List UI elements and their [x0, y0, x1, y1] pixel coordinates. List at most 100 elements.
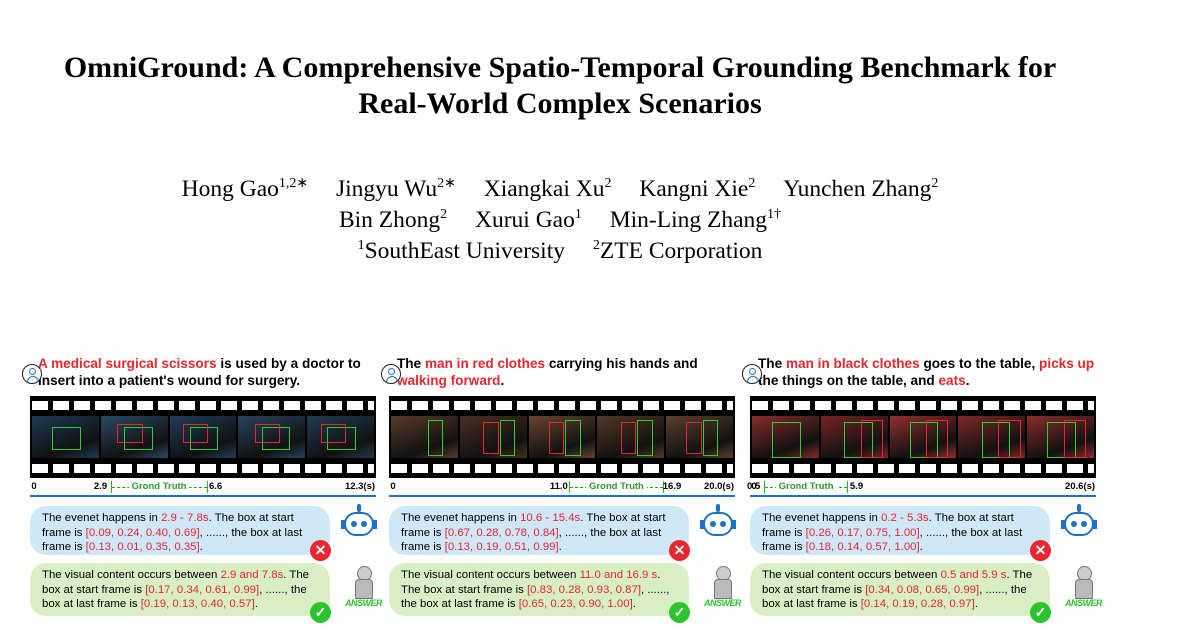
figure-body — [1075, 579, 1093, 599]
bubble-text: . The box at start frame is — [42, 569, 310, 596]
robot-ear — [1093, 520, 1097, 529]
predicted-box — [320, 424, 346, 444]
figure-body — [714, 579, 732, 599]
ground-truth-box — [1047, 422, 1076, 458]
query-highlight: man in red clothes — [424, 356, 546, 371]
ground-truth-label: Grond Truth — [128, 481, 190, 492]
user-icon — [742, 364, 762, 384]
timeline-tick: 0 — [390, 481, 396, 492]
end-box: [0.13, 0.01, 0.35, 0.35] — [85, 541, 200, 553]
author: Kangni Xie2 — [639, 176, 756, 202]
timeline-tick: 5.9 — [849, 481, 864, 492]
bubble-text: The visual content occurs between — [762, 569, 941, 581]
ground-truth-box — [499, 420, 516, 456]
predicted-box — [255, 424, 281, 444]
video-frame — [752, 416, 819, 458]
ground-truth-box — [124, 426, 153, 450]
query-highlight: picks up — [1039, 356, 1095, 371]
predicted-box — [998, 420, 1021, 458]
ground-truth-box — [909, 422, 939, 458]
video-frame — [391, 416, 458, 458]
timeline-tick: 20.0(s) — [703, 481, 735, 492]
bubble-text: The evenet happens in — [762, 512, 882, 524]
answer-figure-icon: ANSWER — [345, 566, 385, 612]
bubble-text: , ......, the box at last frame is — [42, 526, 303, 554]
query-text: The — [397, 356, 425, 371]
answer-bubble: The visual content occurs between 11.0 a… — [389, 563, 689, 616]
title-line-2: Real-World Complex Scenarios — [358, 87, 762, 120]
query-caption: A medical surgical scissors is used by a… — [22, 355, 388, 389]
robot-antenna — [716, 504, 720, 512]
robot-head — [1064, 512, 1094, 536]
video-frame — [307, 416, 374, 458]
ground-truth-box — [261, 426, 291, 450]
video-frame — [666, 416, 733, 458]
timeline-tick: 12.3(s) — [344, 481, 376, 492]
author: Min-Ling Zhang1† — [609, 207, 782, 233]
query-text: the things on the table, and — [758, 373, 939, 388]
bubble-text: , ......, the box at last frame is — [401, 583, 670, 611]
ground-truth-box — [637, 420, 653, 456]
film-strip — [750, 396, 1096, 478]
predicted-box — [686, 422, 702, 454]
predicted-box — [117, 424, 143, 444]
query-highlight: walking forward — [397, 373, 501, 388]
timeline-tick: 0 — [751, 481, 757, 492]
video-frame — [238, 416, 306, 458]
video-frames — [32, 416, 374, 458]
end-box: [0.18, 0.14, 0.57, 1.00] — [805, 541, 920, 553]
video-frames — [752, 416, 1094, 458]
video-frame — [459, 416, 527, 458]
robot-antenna — [1077, 504, 1081, 512]
answer-label: ANSWER — [1065, 598, 1103, 608]
ground-truth-span: Grond Truth — [568, 481, 665, 493]
answer-figure-icon: ANSWER — [704, 566, 744, 612]
bubble-text: The evenet happens in — [401, 512, 521, 524]
film-perforations — [391, 464, 733, 473]
predicted-box — [182, 424, 209, 444]
ground-truth-box — [427, 420, 444, 456]
robot-antenna — [357, 504, 361, 512]
bubble-text: . The box at start frame is — [762, 512, 1014, 539]
film-strip — [389, 396, 735, 478]
ground-truth-box — [565, 420, 581, 456]
answer-bubble: The visual content occurs between 2.9 an… — [30, 563, 330, 616]
query-highlight: A medical surgical scissors — [38, 356, 217, 371]
query-caption: The man in red clothes carrying his hand… — [381, 355, 747, 389]
robot-ear — [341, 520, 345, 529]
answer-bubble: The visual content occurs between 0.5 an… — [750, 563, 1050, 616]
video-frame — [32, 416, 99, 458]
correct-mark-icon: ✓ — [310, 602, 331, 623]
answer-label: ANSWER — [704, 598, 742, 608]
film-strip — [30, 396, 376, 478]
prediction-bubble: The evenet happens in 0.2 - 5.3s. The bo… — [750, 506, 1050, 555]
affiliation: 2ZTE Corporation — [592, 238, 763, 264]
prediction-bubble: The evenet happens in 10.6 - 15.4s. The … — [389, 506, 689, 555]
video-frames — [391, 416, 733, 458]
query-text: carrying his hands and — [545, 356, 698, 371]
robot-icon — [1061, 504, 1097, 542]
video-frame — [958, 416, 1026, 458]
author-row-1: Hong Gao1,2∗ Jingyu Wu2∗ Xiangkai Xu2 Ka… — [0, 174, 1120, 205]
time-range: 10.6 - 15.4s — [520, 512, 581, 524]
time-range: 2.9 and 7.8s — [220, 569, 284, 581]
bubble-text: . — [919, 541, 923, 553]
timeline-axis — [30, 495, 376, 497]
video-frame — [169, 416, 237, 458]
query-text: The — [758, 356, 786, 371]
end-box: [0.13, 0.19, 0.51, 0.99] — [444, 541, 559, 553]
predicted-box — [548, 422, 564, 454]
ground-truth-label: Grond Truth — [585, 481, 647, 492]
robot-icon — [700, 504, 736, 542]
robot-ear — [732, 520, 736, 529]
ground-truth-span: Grond Truth — [763, 481, 849, 493]
ground-truth-box — [844, 422, 873, 458]
prediction-bubble: The evenet happens in 2.9 - 7.8s. The bo… — [30, 506, 330, 555]
predicted-box — [860, 420, 883, 458]
paper-title: OmniGround: A Comprehensive Spatio-Tempo… — [0, 50, 1120, 122]
timeline-tick: 16.9 — [662, 481, 682, 492]
predicted-box — [483, 422, 499, 454]
